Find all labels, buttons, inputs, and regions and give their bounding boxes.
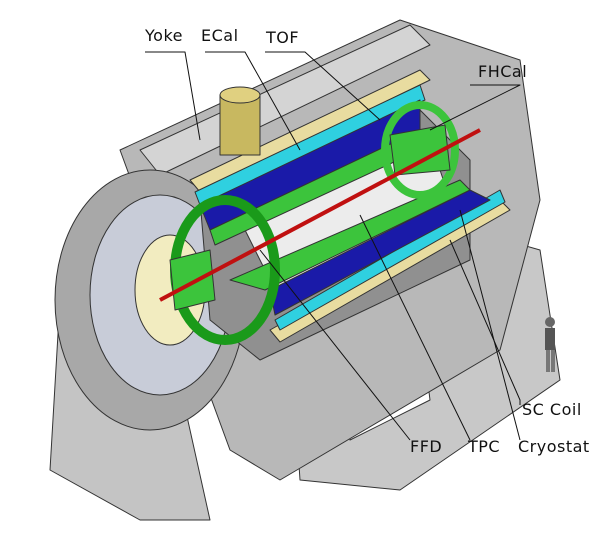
- tof-top: [194, 84, 426, 206]
- label-fhcal: FHCal: [478, 62, 528, 81]
- label-tpc: TPC: [468, 437, 501, 456]
- person-scale-figure: [545, 317, 555, 372]
- label-tof: TOF: [266, 28, 300, 47]
- beam-line: [159, 128, 481, 302]
- fhcal-rear: [389, 124, 451, 176]
- label-ffd: FFD: [410, 437, 443, 456]
- label-yoke: Yoke: [145, 26, 183, 45]
- ecal-bottom: [269, 189, 491, 316]
- cryostat-top: [189, 69, 431, 193]
- fhcal-front: [169, 249, 216, 311]
- label-cryostat: Cryostat: [518, 437, 590, 456]
- label-ecal: ECal: [201, 26, 239, 45]
- label-sc-coil: SC Coil: [522, 400, 582, 419]
